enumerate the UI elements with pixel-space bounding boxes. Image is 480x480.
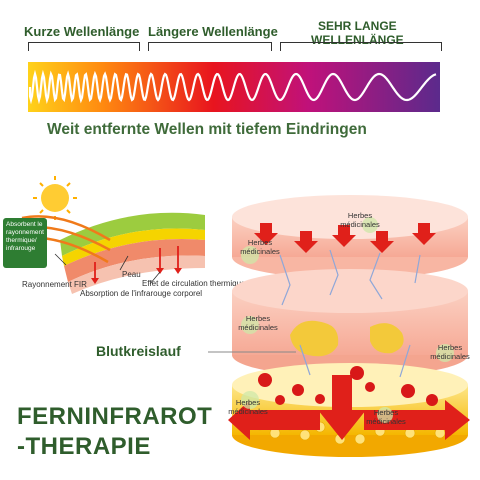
spectrum-bar <box>28 62 440 112</box>
short-wavelength-label: Kurze Wellenlänge <box>24 24 140 39</box>
therapy-title-line1: FERNINFRAROT <box>17 403 213 430</box>
sun-icon <box>33 176 77 220</box>
therapy-title-line2: -THERAPIE <box>17 433 151 460</box>
herbes-label-6: Herbes médicinales <box>366 408 406 426</box>
herbes-label-2: Herbes médicinales <box>240 238 280 256</box>
very-long-wavelength-line1: SEHR LANGE <box>318 19 397 33</box>
absorbs-radiation-box: Absorbent le rayonnement thermique/ infr… <box>3 218 47 268</box>
tissue-layers-illustration <box>228 195 470 457</box>
skin-radiation-diagram <box>21 176 205 294</box>
bracket-short <box>28 42 140 51</box>
thermal-circulation-label: Effet de circulation thermique <box>142 279 246 288</box>
herbes-label-3: Herbes médicinales <box>238 314 278 332</box>
herbes-label-4: Herbes médicinales <box>430 343 470 361</box>
central-down-arrow <box>318 375 366 440</box>
fir-radiation-label: Rayonnement FIR <box>22 280 87 289</box>
longer-wavelength-label: Längere Wellenlänge <box>148 24 278 39</box>
wave-line <box>28 69 437 105</box>
herbes-label-1: Herbes médicinales <box>340 211 380 229</box>
blood-circulation-label: Blutkreislauf <box>96 343 181 359</box>
bracket-very-long <box>280 42 442 51</box>
bracket-longer <box>148 42 272 51</box>
blood-label-pointer <box>208 351 296 353</box>
herbes-label-5: Herbes médicinales <box>228 398 268 416</box>
left-arrow <box>228 400 320 440</box>
very-long-wavelength-line2: WELLENLÄNGE <box>311 33 404 47</box>
subtitle: Weit entfernte Wellen mit tiefem Eindrin… <box>47 121 367 138</box>
peau-label: Peau <box>122 270 141 279</box>
infrared-absorption-label: Absorption de l'infrarouge corporel <box>80 289 203 298</box>
